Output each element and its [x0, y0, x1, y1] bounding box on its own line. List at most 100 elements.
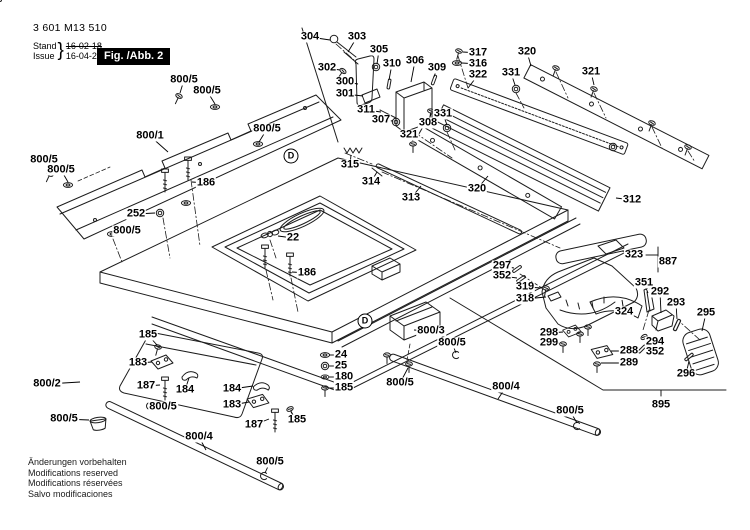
part-label-320: 320 — [516, 45, 538, 58]
pad-323-icon — [597, 239, 625, 255]
part-label-800-3: 800/3 — [416, 324, 446, 337]
part-label-24: 24 — [333, 348, 349, 361]
part-label-314: 314 — [360, 175, 382, 188]
part-label-184: 184 — [174, 383, 196, 396]
part-label-895: 895 — [650, 398, 672, 411]
clip-318-icon — [547, 291, 562, 302]
note-line-en: Modifications reserved — [28, 467, 119, 478]
part-label-800-5: 800/5 — [385, 376, 415, 389]
part-label-322: 322 — [467, 68, 489, 81]
part-label-295: 295 — [695, 306, 717, 319]
part-label-887: 887 — [657, 255, 679, 268]
part-label-252: 252 — [125, 207, 147, 220]
part-label-183: 183 — [127, 356, 149, 369]
part-label-800-4: 800/4 — [491, 380, 521, 393]
part-label-308: 308 — [417, 116, 439, 129]
modifications-note: Änderungen vorbehalten Modifications res… — [28, 457, 127, 499]
part-label-800-5: 800/5 — [437, 336, 467, 349]
part-label-180: 180 — [333, 370, 355, 383]
part-label-187: 187 — [243, 418, 265, 431]
arc-324-icon — [589, 296, 643, 319]
part-label-303: 303 — [346, 30, 368, 43]
hardware-icons — [42, 47, 695, 481]
part-label-25: 25 — [333, 359, 349, 372]
part-label-304: 304 — [299, 30, 321, 43]
part-label-800-5: 800/5 — [252, 122, 282, 135]
detail-marker-d: D — [283, 148, 299, 164]
part-label-305: 305 — [368, 43, 390, 56]
wing-nut-22-icon — [260, 229, 280, 239]
part-label-185: 185 — [137, 328, 159, 341]
part-label-298: 298 — [538, 326, 560, 339]
revision-block: Stand Issue } 16-02-18 16-04-22 — [33, 40, 107, 62]
backing-plate-320 — [523, 64, 710, 170]
part-label-800-2: 800/2 — [32, 377, 62, 390]
part-label-352: 352 — [491, 269, 513, 282]
part-number: 3 601 M13 510 — [33, 22, 107, 34]
part-label-296: 296 — [675, 367, 697, 380]
part-label-309: 309 — [426, 61, 448, 74]
part-label-312: 312 — [621, 193, 643, 206]
old-date: 16-02-18 — [65, 41, 102, 51]
part-label-318: 318 — [514, 292, 536, 305]
note-line-es: Salvo modificaciones — [28, 488, 113, 499]
part-label-800-5: 800/5 — [46, 163, 76, 176]
part-label-800-5: 800/5 — [555, 404, 585, 417]
title-block: 3 601 M13 510 Stand Issue } 16-02-18 16-… — [33, 22, 107, 62]
part-label-299: 299 — [538, 336, 560, 349]
part-label-301: 301 — [334, 87, 356, 100]
pad-301-icon — [361, 88, 381, 104]
part-label-800-5: 800/5 — [148, 400, 178, 413]
miter-gauge-group — [519, 233, 719, 376]
part-label-800-4: 800/4 — [184, 430, 214, 443]
part-label-186: 186 — [195, 176, 217, 189]
part-label-800-5: 800/5 — [29, 153, 59, 166]
part-label-186: 186 — [296, 266, 318, 279]
screw-304-icon — [329, 34, 339, 44]
bracket-800-3 — [389, 301, 441, 361]
part-label-307: 307 — [370, 113, 392, 126]
part-label-323: 323 — [623, 248, 645, 261]
part-label-331: 331 — [500, 66, 522, 79]
part-label-800-5: 800/5 — [169, 73, 199, 86]
part-label-321: 321 — [580, 65, 602, 78]
rod-313 — [375, 163, 523, 235]
figure-label: Fig. /Abb. 2 — [97, 48, 171, 65]
detail-marker-d: D — [357, 313, 373, 329]
part-label-352: 352 — [644, 345, 666, 358]
part-label-313: 313 — [400, 191, 422, 204]
part-label-22: 22 — [285, 231, 301, 244]
part-label-294: 294 — [644, 335, 666, 348]
part-label-185: 185 — [333, 381, 355, 394]
part-label-351: 351 — [633, 276, 655, 289]
revision-brace: } — [57, 40, 64, 61]
part-label-315: 315 — [339, 158, 361, 171]
part-label-311: 311 — [356, 103, 376, 116]
part-label-331: 331 — [432, 107, 454, 120]
rod-800-4-left — [105, 401, 284, 491]
rear-panel-800-1 — [0, 0, 342, 240]
part-label-187: 187 — [135, 379, 157, 392]
part-label-316: 316 — [467, 57, 489, 70]
part-label-183: 183 — [221, 398, 243, 411]
part-label-289: 289 — [618, 356, 640, 369]
spring-315 — [343, 147, 363, 154]
note-line-fr: Modifications réservées — [28, 478, 123, 488]
stud-311-icon — [379, 109, 397, 119]
part-label-324: 324 — [613, 305, 635, 318]
part-label-297: 297 — [491, 259, 513, 272]
foot-icon — [89, 416, 107, 431]
label-plate-322 — [449, 78, 629, 155]
stand-label: Stand — [33, 41, 57, 51]
issue-label: Issue — [33, 51, 55, 61]
part-label-293: 293 — [665, 296, 687, 309]
part-label-306: 306 — [404, 54, 426, 67]
new-date: 16-04-22 — [65, 51, 102, 61]
part-label-320: 320 — [466, 182, 488, 195]
part-label-319: 319 — [514, 280, 536, 293]
part-label-310: 310 — [381, 57, 403, 70]
part-label-300: 300 — [334, 75, 356, 88]
